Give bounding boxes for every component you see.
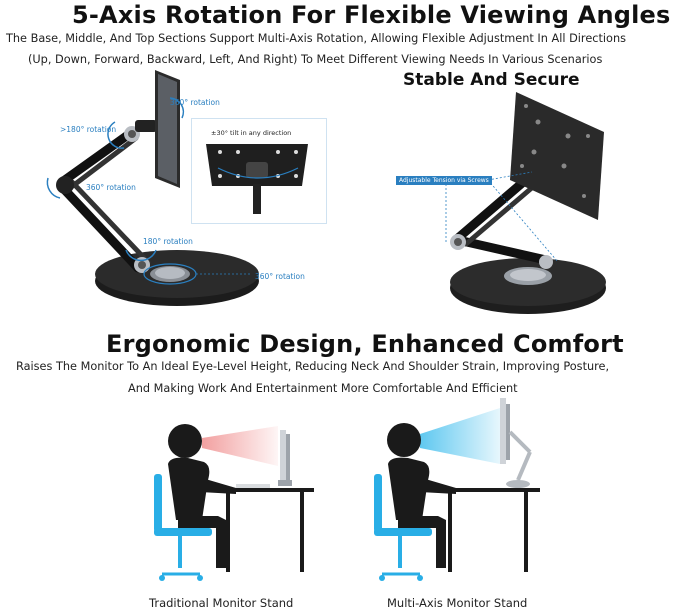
multi-axis-stand-scene — [374, 398, 540, 581]
label-base-rotation: 360° rotation — [255, 272, 305, 281]
headline-ergonomic: Ergonomic Design, Enhanced Comfort — [106, 330, 624, 358]
caption-traditional-stand: Traditional Monitor Stand — [149, 596, 294, 610]
headline-rotation: 5-Axis Rotation For Flexible Viewing Ang… — [72, 1, 671, 29]
subtext-rotation-line1: The Base, Middle, And Top Sections Suppo… — [6, 32, 627, 45]
stable-secure-title: Stable And Secure — [403, 70, 580, 90]
rotating-stand-illustration — [46, 70, 259, 306]
stable-stand-illustration — [445, 92, 606, 314]
label-upper-joint-rotation: >180° rotation — [60, 125, 117, 134]
caption-multi-axis-stand: Multi-Axis Monitor Stand — [387, 596, 528, 610]
label-lower-joint-rotation: 180° rotation — [143, 237, 193, 246]
tension-screws-tag: Adjustable Tension via Screws — [396, 176, 492, 185]
traditional-stand-scene — [154, 424, 314, 581]
label-middle-joint-rotation: 360° rotation — [86, 183, 136, 192]
subtext-rotation-line2: (Up, Down, Forward, Backward, Left, And … — [28, 53, 603, 66]
subtext-ergonomic-line2: And Making Work And Entertainment More C… — [128, 382, 518, 395]
vesa-plate-illustration — [206, 144, 308, 214]
subtext-ergonomic-line1: Raises The Monitor To An Ideal Eye-Level… — [16, 360, 610, 373]
tilt-label: ±30° tilt in any direction — [211, 129, 292, 137]
label-top-rotation: 360° rotation — [170, 98, 220, 107]
